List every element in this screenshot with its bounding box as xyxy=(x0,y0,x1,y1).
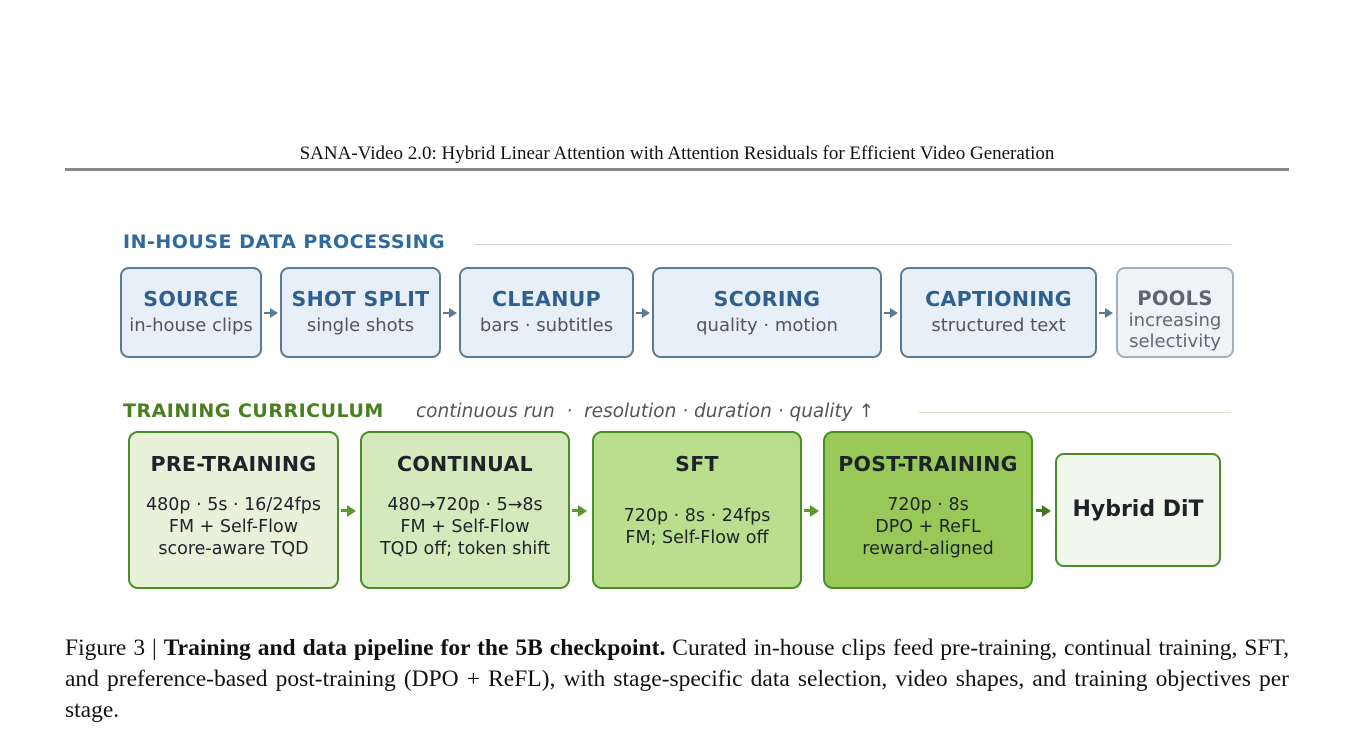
post-training-box: POST-TRAINING 720p · 8s DPO + ReFL rewar… xyxy=(823,431,1033,589)
pre-training-line: 480p · 5s · 16/24fps xyxy=(146,495,321,515)
data-processing-heading: IN-HOUSE DATA PROCESSING xyxy=(123,231,446,253)
scoring-box: SCORING quality · motion xyxy=(652,267,882,358)
continual-line: TQD off; token shift xyxy=(379,539,550,559)
header-rule xyxy=(65,168,1289,171)
pools-subtitle-line1: increasing xyxy=(1128,310,1222,331)
captioning-box: CAPTIONING structured text xyxy=(900,267,1097,358)
pools-box: POOLS increasing selectivity xyxy=(1116,267,1234,358)
cleanup-title: CLEANUP xyxy=(492,287,601,311)
shot-split-box: SHOT SPLIT single shots xyxy=(280,267,441,358)
sft-title: SFT xyxy=(675,452,719,476)
post-training-line: reward-aligned xyxy=(862,539,994,559)
caption-text: Curated in-house clips feed pre-training… xyxy=(65,635,1290,723)
pre-training-title: PRE-TRAINING xyxy=(150,452,317,476)
scoring-subtitle: quality · motion xyxy=(696,315,838,336)
source-title: SOURCE xyxy=(143,287,239,311)
post-training-title: POST-TRAINING xyxy=(838,452,1018,476)
shot-split-title: SHOT SPLIT xyxy=(291,287,430,311)
sft-line: FM; Self-Flow off xyxy=(625,528,769,548)
data-processing-rule xyxy=(474,244,1231,245)
continual-title: CONTINUAL xyxy=(396,452,534,476)
hybrid-dit-box: Hybrid DiT xyxy=(1055,453,1221,567)
sft-line: 720p · 8s · 24fps xyxy=(623,506,771,526)
pre-training-line: score-aware TQD xyxy=(158,539,309,559)
post-training-line: DPO + ReFL xyxy=(875,517,981,537)
scoring-title: SCORING xyxy=(713,287,821,311)
cleanup-box: CLEANUP bars · subtitles xyxy=(459,267,634,358)
captioning-title: CAPTIONING xyxy=(925,287,1072,311)
post-training-line: 720p · 8s xyxy=(887,495,969,515)
caption-bold: Training and data pipeline for the 5B ch… xyxy=(163,635,666,661)
source-subtitle: in-house clips xyxy=(129,315,253,336)
cleanup-subtitle: bars · subtitles xyxy=(479,315,614,336)
continual-line: 480→720p · 5→8s xyxy=(387,495,543,515)
curriculum-rule xyxy=(919,412,1231,413)
continual-line: FM + Self-Flow xyxy=(400,517,530,537)
curriculum-heading: TRAINING CURRICULUM xyxy=(123,400,384,422)
pre-training-box: PRE-TRAINING 480p · 5s · 16/24fps FM + S… xyxy=(128,431,339,589)
running-header-title: SANA-Video 2.0: Hybrid Linear Attention … xyxy=(299,143,1055,164)
figure-caption: Figure 3 | Training and data pipeline fo… xyxy=(65,633,1289,726)
captioning-subtitle: structured text xyxy=(931,315,1066,336)
continual-box: CONTINUAL 480→720p · 5→8s FM + Self-Flow… xyxy=(360,431,570,589)
pre-training-line: FM + Self-Flow xyxy=(168,517,299,537)
pools-subtitle-line2: selectivity xyxy=(1129,331,1221,352)
shot-split-subtitle: single shots xyxy=(306,315,415,336)
curriculum-subheading: continuous run · resolution · duration ·… xyxy=(416,401,875,422)
caption-label: Figure 3 | xyxy=(65,635,164,661)
source-box: SOURCE in-house clips xyxy=(120,267,262,358)
sft-box: SFT 720p · 8s · 24fps FM; Self-Flow off xyxy=(592,431,802,589)
pools-title: POOLS xyxy=(1137,287,1213,310)
